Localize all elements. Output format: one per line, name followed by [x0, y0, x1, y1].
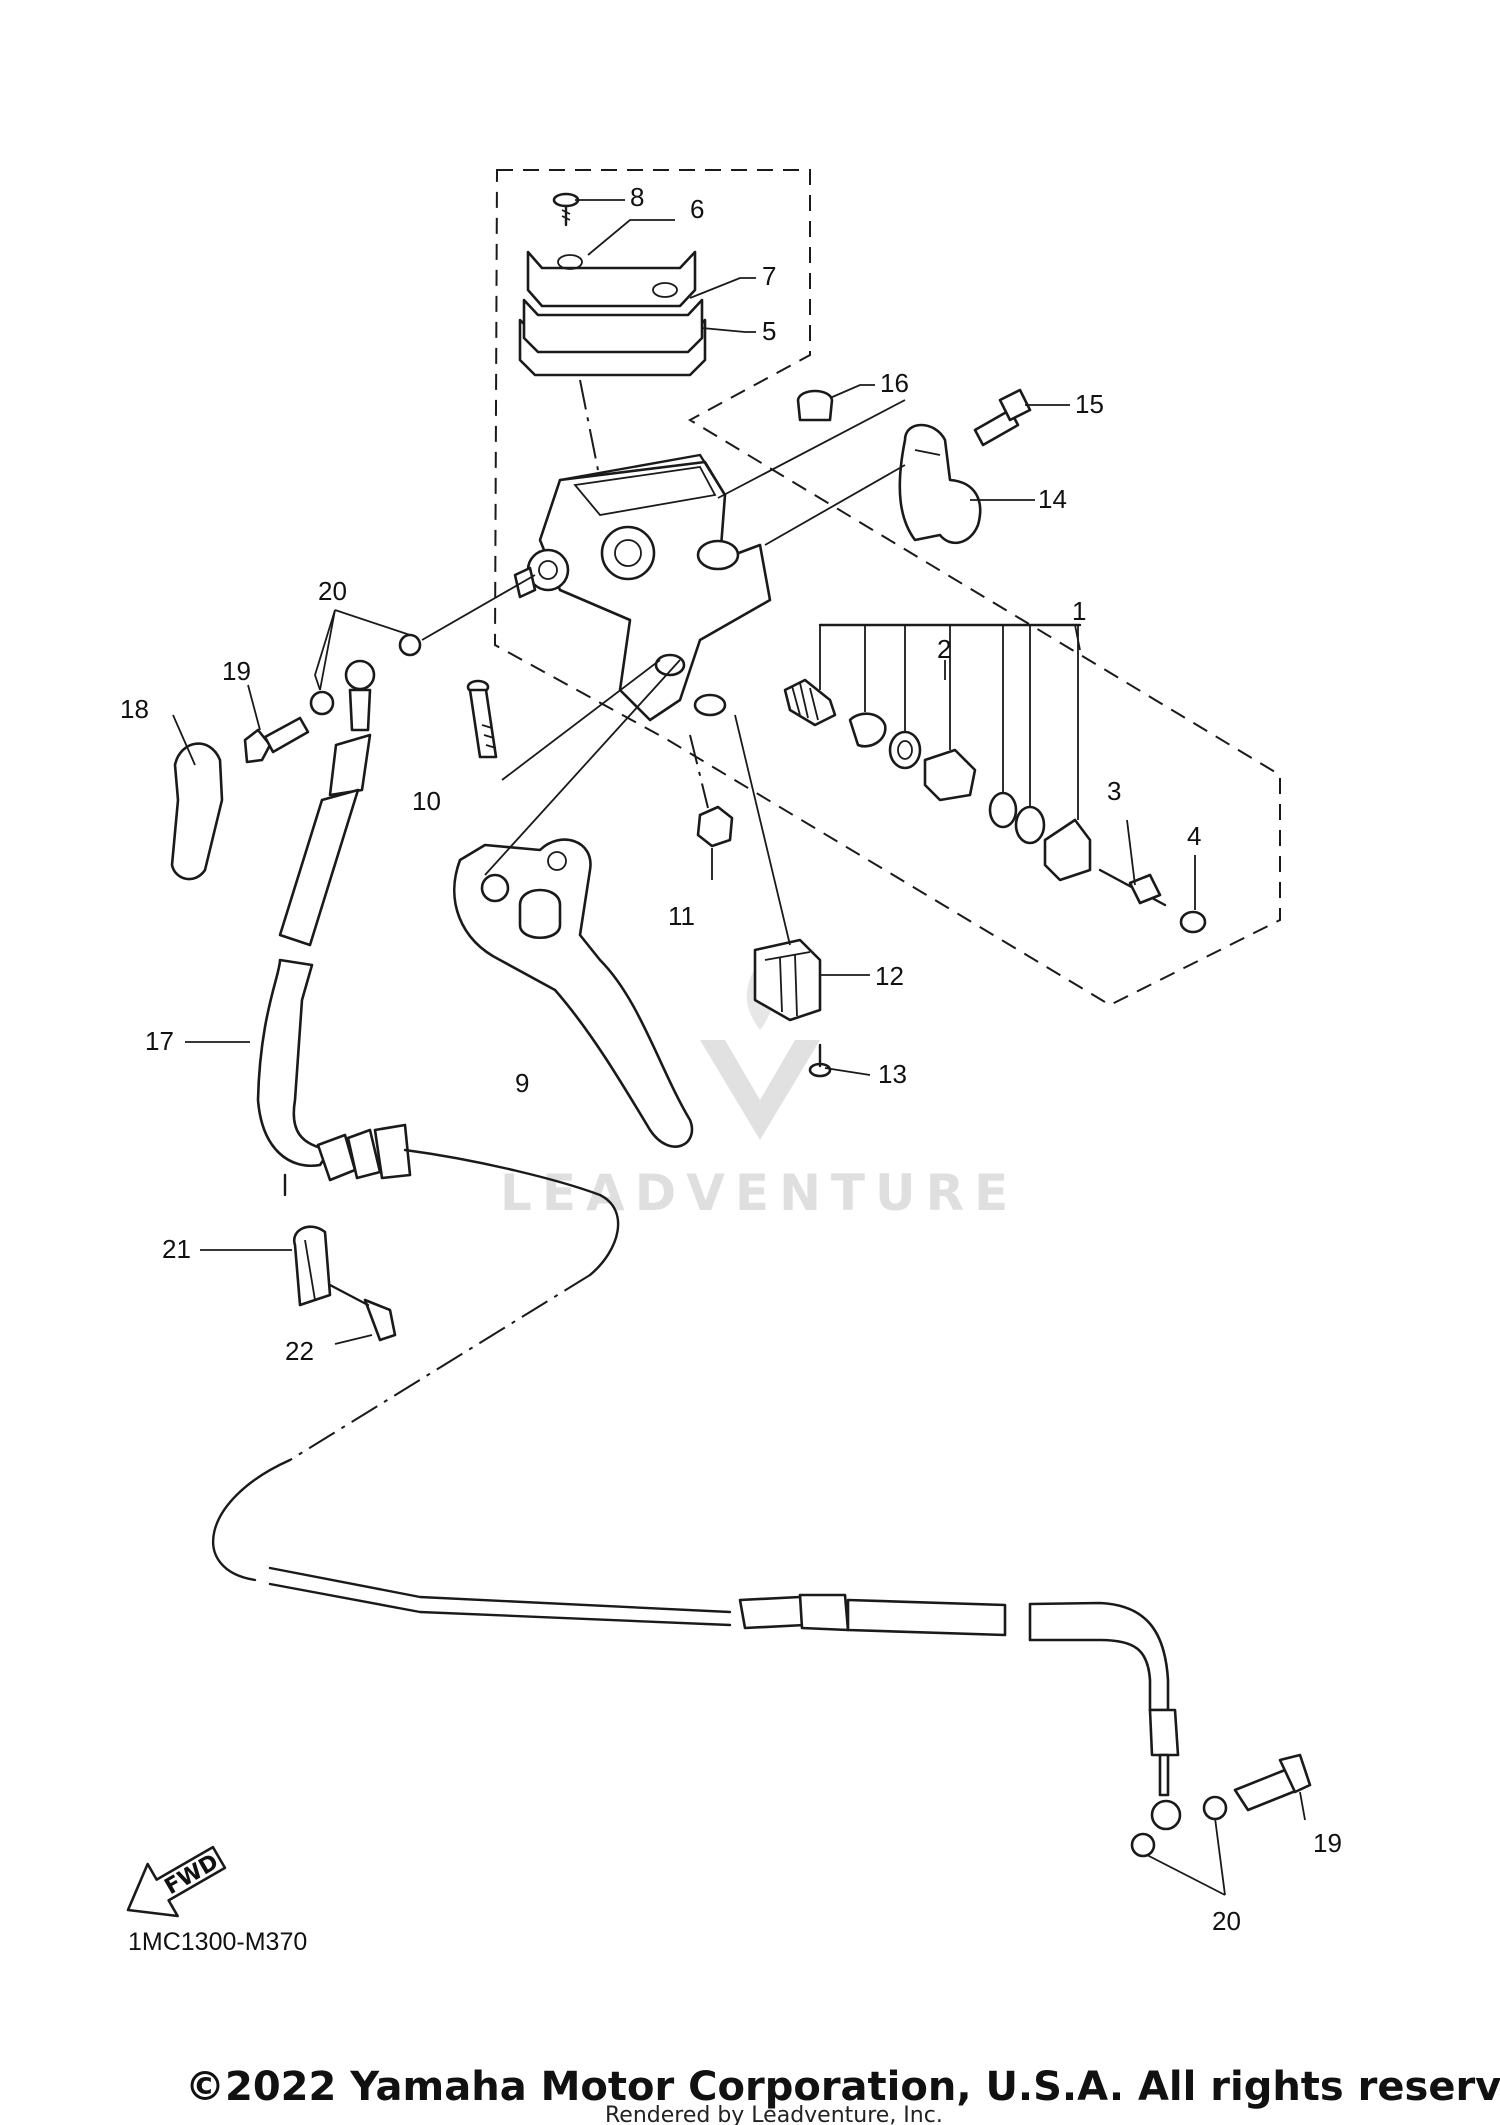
callout-labels: 1 2 3 4 5 6 7 8 9 10 11 12 13 14 15 16 1…	[120, 182, 1342, 1936]
callout-12: 12	[875, 961, 904, 991]
callout-17: 17	[145, 1026, 174, 1056]
callout-16: 16	[880, 368, 909, 398]
callout-15: 15	[1075, 389, 1104, 419]
callout-6: 6	[690, 194, 704, 224]
clutch-switch	[753, 938, 822, 1022]
master-cylinder-holder	[898, 423, 982, 545]
callout-20-top: 20	[318, 576, 347, 606]
union-bolt-top	[243, 716, 310, 764]
callout-13: 13	[878, 1059, 907, 1089]
hose-clamp	[292, 1225, 332, 1307]
clamp-bolt	[973, 388, 1032, 447]
pivot-nut	[696, 805, 734, 848]
master-cylinder-body	[513, 453, 772, 722]
callout-10: 10	[412, 786, 441, 816]
callout-9: 9	[515, 1068, 529, 1098]
assembly-boundary	[493, 169, 1281, 1007]
callout-5: 5	[762, 316, 776, 346]
reservoir-cover-group	[518, 250, 707, 377]
callout-20-bottom: 20	[1212, 1906, 1241, 1936]
callout-14: 14	[1038, 484, 1067, 514]
callout-19-bottom: 19	[1313, 1828, 1342, 1858]
diagram-part-code: 1MC1300-M370	[128, 1928, 307, 1956]
clutch-hose	[211, 659, 1182, 1831]
watermark-logo: LEADVENTURE	[500, 960, 1018, 1222]
rubber-plug	[796, 389, 834, 422]
clutch-lever	[452, 838, 694, 1148]
leader-lines	[172, 199, 1306, 1896]
cover-screw	[552, 192, 580, 227]
dust-cap	[1179, 910, 1207, 934]
piston-kit	[783, 623, 1092, 882]
clamp-bolt-lower	[328, 1283, 397, 1342]
callout-21: 21	[162, 1234, 191, 1264]
watermark-text: LEADVENTURE	[500, 1164, 1018, 1222]
callout-3: 3	[1107, 776, 1121, 806]
copper-washers-top	[309, 633, 422, 716]
copyright-notice: ©2022 Yamaha Motor Corporation, U.S.A. A…	[185, 2064, 1500, 2110]
callout-11: 11	[668, 901, 695, 931]
callout-7: 7	[762, 261, 776, 291]
copper-washers-bottom	[1130, 1795, 1228, 1858]
fwd-arrow-icon: FWD	[126, 1845, 227, 1918]
callout-8: 8	[630, 182, 644, 212]
callout-19-top: 19	[222, 656, 251, 686]
fwd-label: FWD	[161, 1850, 223, 1900]
switch-screw	[808, 1043, 832, 1078]
push-rod	[1098, 868, 1167, 907]
pivot-bolt	[466, 679, 498, 759]
banjo-cover	[170, 742, 224, 881]
callout-4: 4	[1187, 821, 1201, 851]
callout-2: 2	[937, 634, 951, 664]
callout-18: 18	[120, 694, 149, 724]
union-bolt-bottom	[1233, 1753, 1312, 1812]
rendered-by-notice: Rendered by Leadventure, Inc.	[605, 2103, 943, 2125]
callout-1: 1	[1072, 596, 1086, 626]
callout-22: 22	[285, 1336, 314, 1366]
